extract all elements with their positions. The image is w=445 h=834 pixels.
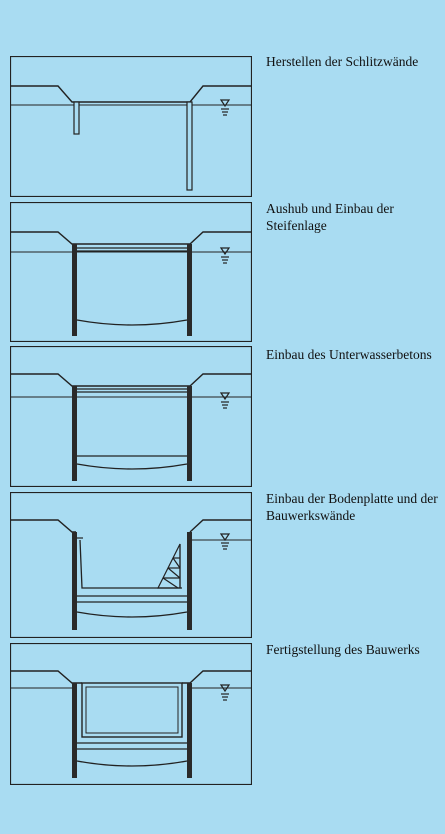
formwork-scaffold [157, 543, 181, 589]
step-panel-4 [10, 492, 252, 638]
step-caption-2: Aushub und Einbau der Steifenlage [266, 201, 394, 233]
underwater-concrete-drawing [10, 346, 252, 487]
water-level-icon [219, 533, 231, 550]
step-caption-4: Einbau der Bodenplatte und der Bauwerksw… [266, 491, 438, 523]
step-caption-1: Herstellen der Schlitzwände [266, 54, 419, 69]
excavation-strut-drawing [10, 202, 252, 342]
step-caption-5: Fertigstellung des Bauwerks [266, 642, 420, 657]
water-level-icon [219, 99, 231, 116]
step-panel-5 [10, 643, 252, 785]
step-caption-3: Einbau des Unterwasserbetons [266, 347, 432, 362]
base-slab-walls-drawing [10, 492, 252, 638]
water-level-icon [219, 247, 231, 264]
water-level-icon [219, 392, 231, 409]
step-panel-3 [10, 346, 252, 487]
water-level-icon [219, 684, 231, 701]
completed-structure-drawing [10, 643, 252, 785]
step-panel-2 [10, 202, 252, 342]
step-panel-1 [10, 56, 252, 197]
slurry-wall-construction-drawing [10, 56, 252, 197]
